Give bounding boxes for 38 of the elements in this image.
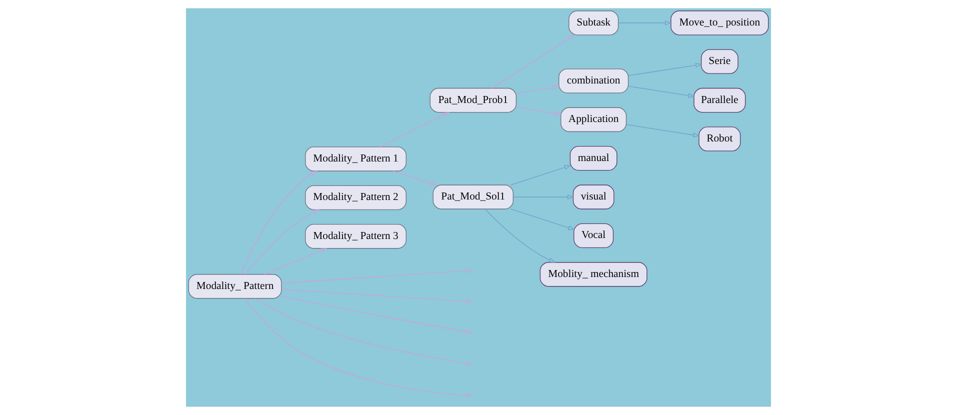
node-box: Modality_ Pattern 1 (305, 146, 406, 172)
arrow (492, 34, 576, 89)
arrow (244, 209, 320, 275)
arrow (618, 20, 672, 26)
arrow (628, 62, 702, 76)
node-box: Modality_ Pattern (188, 274, 282, 299)
arrow (380, 112, 450, 148)
arrow (244, 298, 473, 398)
node-box: Moblity_ mechanism (540, 262, 648, 287)
node-box: Serie (700, 49, 738, 74)
node-box: Application (560, 107, 627, 132)
arrow (516, 106, 562, 116)
node-box: manual (570, 146, 618, 171)
node-box: Modality_ Pattern 3 (305, 224, 406, 249)
arrow (513, 194, 574, 200)
arrow (281, 296, 472, 334)
node-box: visual (572, 184, 614, 210)
arrow (240, 170, 318, 275)
node-box: Robot (698, 126, 741, 152)
arrow (281, 289, 473, 304)
arrow (264, 248, 328, 275)
arrow (510, 208, 575, 230)
arrow (254, 298, 473, 366)
node-box: Move_to_ position (670, 10, 769, 36)
arrow (510, 165, 572, 186)
node-box: Pat_Mod_Prob1 (430, 88, 517, 113)
arrow (516, 85, 560, 94)
node-box: Pat_Mod_Sol1 (432, 184, 514, 210)
node-box: Modality_ Pattern 2 (305, 185, 406, 210)
arrow (281, 268, 473, 284)
arrow (626, 124, 700, 138)
arrow (484, 208, 556, 263)
node-box: combination (558, 68, 629, 94)
arrow (628, 86, 695, 98)
arrow (392, 170, 437, 186)
node-box: Subtask (568, 10, 619, 36)
node-box: Parallele (694, 88, 746, 113)
node-box: Vocal (574, 223, 614, 248)
